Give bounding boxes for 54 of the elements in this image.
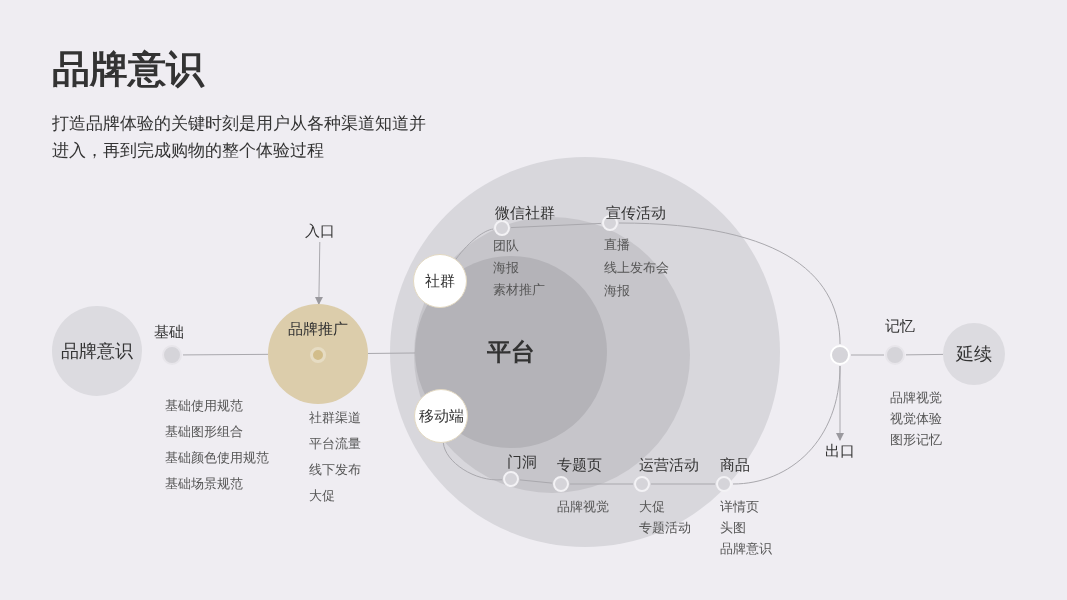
list-item: 素材推广 [493,281,545,299]
connector-line [850,354,885,356]
list-item: 专题活动 [639,519,691,537]
list-item: 社群渠道 [309,409,361,427]
connector-line [367,352,416,354]
circle-label: 品牌意识 [61,339,133,363]
list-item: 大促 [639,498,665,516]
junction-dot [830,345,850,365]
entry-label: 出口 [822,440,858,462]
connector-line [455,228,494,260]
stage-heading: 品牌推广 [288,320,348,339]
arrow [836,365,844,441]
connector-line [510,222,602,229]
list-item: 海报 [604,282,630,300]
connector-line [519,479,553,484]
list-item: 基础图形组合 [165,423,243,441]
page-title: 品牌意识 [52,46,204,93]
list-item: 基础使用规范 [165,397,243,415]
entry-label: 入口 [302,220,338,242]
stage-heading: 记忆 [885,317,915,336]
list-item: 线下发布 [309,461,361,479]
connector-line [618,222,841,345]
list-item: 基础颜色使用规范 [165,449,269,467]
list-item: 大促 [309,487,335,505]
list-item: 视觉体验 [890,410,942,428]
list-item: 直播 [604,236,630,254]
stage-heading: 宣传活动 [606,204,666,223]
stage-heading: 基础 [154,323,184,342]
circle-label: 延续 [956,342,992,366]
circle-label: 移动端 [418,406,464,426]
list-item: 图形记忆 [890,431,942,449]
list-item: 基础场景规范 [165,475,243,493]
stage-heading: 运营活动 [639,456,699,475]
circle-label: 社群 [425,271,455,291]
circle-label: 平台 [487,337,535,368]
list-item: 品牌视觉 [890,389,942,407]
arrow [314,241,323,305]
list-item: 品牌意识 [720,540,772,558]
stage-heading: 专题页 [557,456,602,475]
list-item: 头图 [720,519,746,537]
stage-heading: 微信社群 [495,204,555,223]
list-item: 线上发布会 [604,259,669,277]
stage-heading: 门洞 [507,453,537,472]
list-item: 海报 [493,259,519,277]
connector-line [905,353,944,356]
subtitle-text: 打造品牌体验的关键时刻是用户从各种渠道知道并进入，再到完成购物的整个体验过程 [52,112,427,162]
stage-heading: 商品 [720,456,750,475]
list-item: 品牌视觉 [557,498,609,516]
list-item: 团队 [493,237,519,255]
connector-line [442,442,503,481]
list-item: 平台流量 [309,435,361,453]
connector-line [182,353,269,356]
connector-line [732,365,841,485]
list-item: 详情页 [720,498,759,516]
